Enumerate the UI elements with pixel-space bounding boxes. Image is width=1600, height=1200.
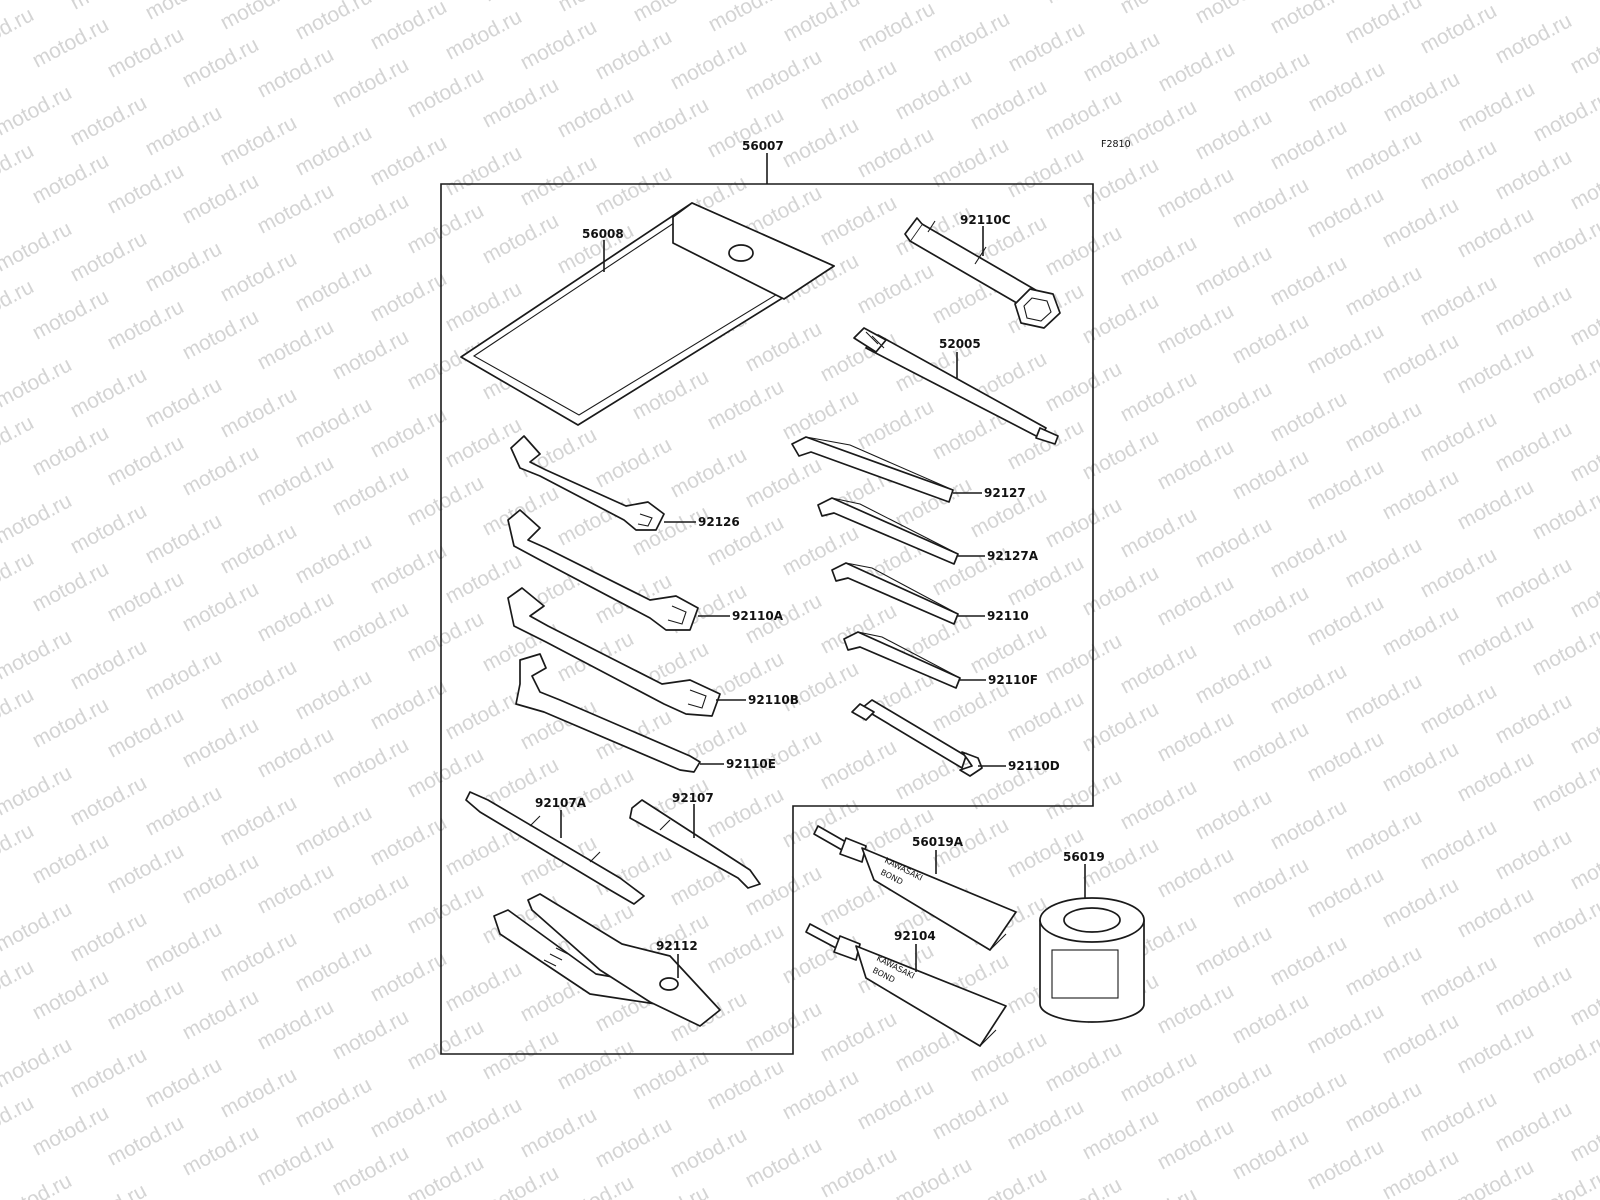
hex-key-92127A xyxy=(817,497,959,565)
hex-key-92110F xyxy=(843,631,961,689)
label-92110C: 92110C xyxy=(960,213,1011,227)
wrench-92110B xyxy=(507,587,721,717)
pliers-92112 xyxy=(493,893,721,1027)
label-92127A: 92127A xyxy=(987,549,1039,563)
label-92107A: 92107A xyxy=(535,796,587,810)
box-spanner-92110C xyxy=(904,217,1061,329)
label-92110A: 92110A xyxy=(732,609,784,623)
screwdriver-92107 xyxy=(629,799,761,889)
hex-key-92110 xyxy=(831,562,959,625)
toolkit-frame xyxy=(440,183,1094,1055)
figure-ref-code: F2810 xyxy=(1101,139,1131,150)
screwdriver-92107A xyxy=(465,791,645,905)
label-92110D: 92110D xyxy=(1008,759,1060,773)
label-92107: 92107 xyxy=(672,791,714,805)
label-92127: 92127 xyxy=(984,486,1026,500)
label-56019A: 56019A xyxy=(912,835,964,849)
label-92110E: 92110E xyxy=(726,757,776,771)
wrench-92126 xyxy=(510,435,665,531)
can-56019 xyxy=(1039,897,1145,1023)
label-56008: 56008 xyxy=(582,227,624,241)
label-92110B: 92110B xyxy=(748,693,799,707)
wrench-92110A xyxy=(507,509,699,631)
rod-tool-92110D xyxy=(851,699,983,777)
label-92110: 92110 xyxy=(987,609,1029,623)
wrench-92110E xyxy=(515,653,701,773)
tool-pouch-56008 xyxy=(460,202,835,426)
label-92112: 92112 xyxy=(656,939,698,953)
label-56019: 56019 xyxy=(1063,850,1105,864)
label-56007: 56007 xyxy=(742,139,784,153)
label-92126: 92126 xyxy=(698,515,740,529)
label-92110F: 92110F xyxy=(988,673,1038,687)
hex-key-92127 xyxy=(791,436,954,503)
label-92104: 92104 xyxy=(894,929,936,943)
plug-tool-52005 xyxy=(853,327,1059,445)
label-52005: 52005 xyxy=(939,337,981,351)
bond-tube-92104: KAWASAKI BOND xyxy=(805,923,1007,1047)
